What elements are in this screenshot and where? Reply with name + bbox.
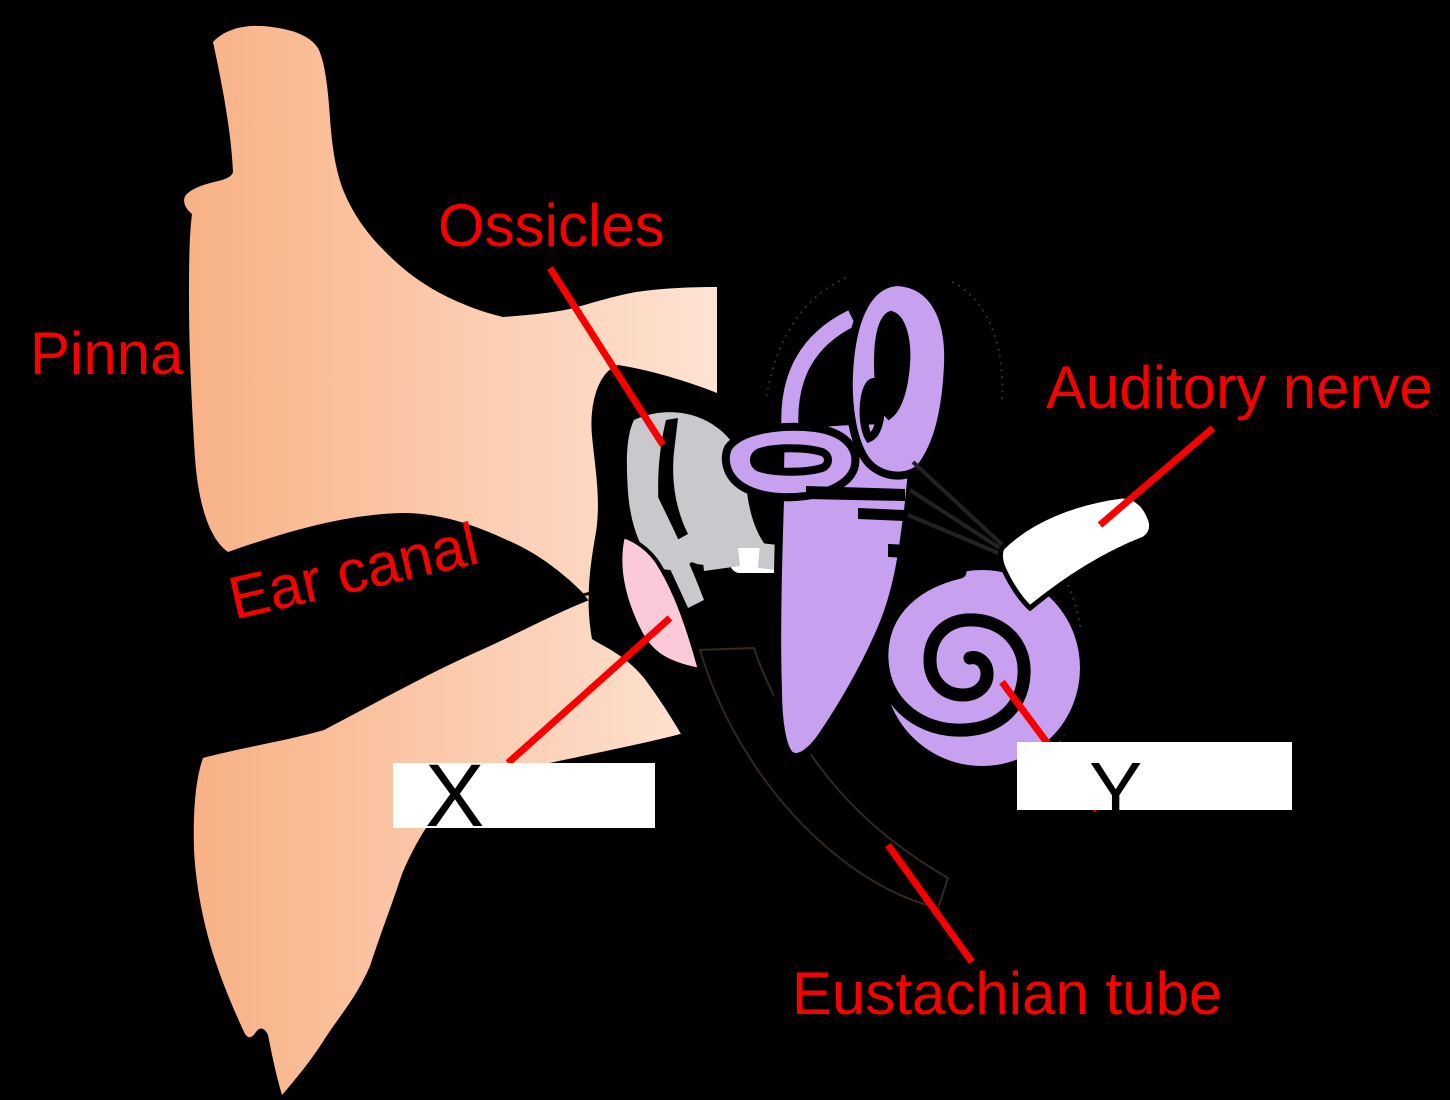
striation-bar-2	[858, 508, 905, 521]
label-ossicles: Ossicles	[438, 192, 665, 259]
striation-bar-1	[806, 486, 905, 501]
contour-line-loop	[951, 281, 1004, 401]
pinna-shape	[184, 25, 717, 649]
y-answer-box	[1017, 742, 1292, 810]
leader-line-eustachian-tube	[885, 842, 975, 965]
y-marker-letter: Y	[1089, 746, 1143, 835]
semicircular-canal-crescent	[781, 310, 856, 429]
x-answer-box	[393, 763, 655, 828]
semicircular-canal-horizontal	[721, 422, 860, 502]
label-eustachian-tube: Eustachian tube	[792, 960, 1223, 1027]
x-marker-letter: X	[425, 745, 485, 845]
semicircular-canal-loop	[844, 277, 953, 480]
ear-canal-floor-shape	[193, 578, 712, 1095]
eardrum-shape	[618, 533, 703, 673]
leader-line-x	[505, 615, 673, 766]
malleus-handle-shape	[640, 497, 704, 608]
stapes-shape-left	[700, 531, 740, 571]
cochlea-spiral	[875, 565, 1031, 737]
leader-line-ossicles	[547, 266, 666, 447]
nerve-fibre-line-2	[908, 488, 1014, 558]
auditory-nerve-shape	[998, 493, 1155, 612]
label-auditory-nerve: Auditory nerve	[1046, 354, 1433, 421]
nerve-fibre-line-3	[907, 513, 1016, 562]
label-pinna: Pinna	[30, 320, 184, 387]
nerve-fibre-line-1	[911, 460, 1012, 554]
striation-bar-3	[888, 544, 908, 558]
leader-line-auditory-nerve	[1097, 425, 1216, 528]
